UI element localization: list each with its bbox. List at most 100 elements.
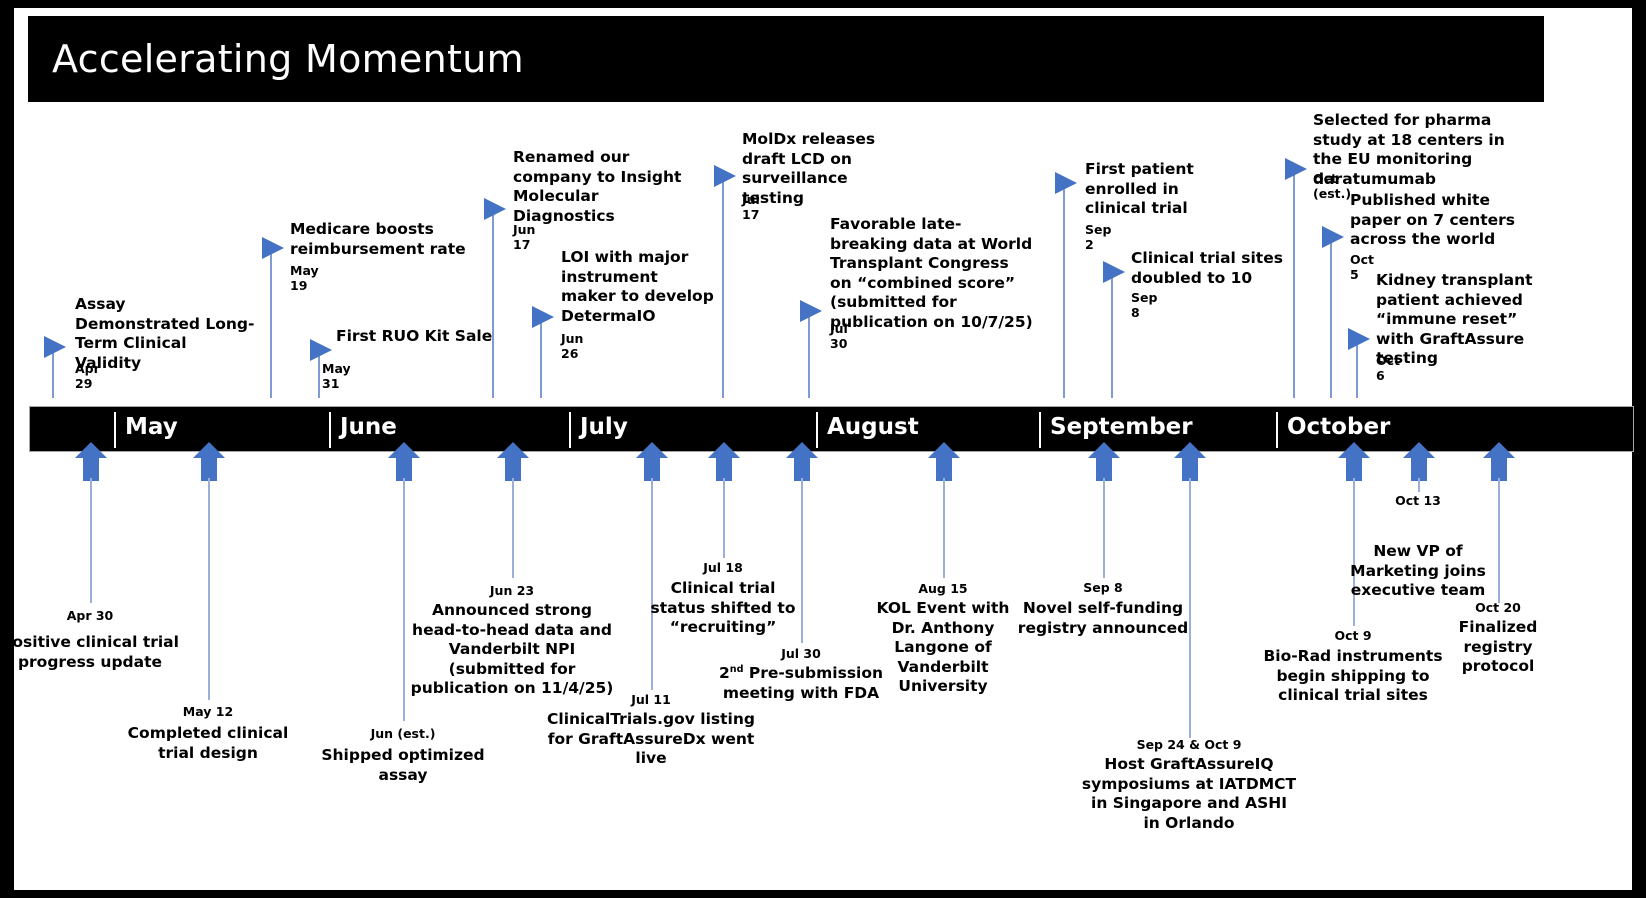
milestone-date: Sep 2 [1085,222,1112,252]
milestone-label: First RUO Kit Sale [336,327,493,345]
milestone-stem [808,311,810,398]
milestone-label: New VP of Marketing joins executive team [1350,542,1486,600]
flag-marker-icon [1285,158,1307,180]
up-arrow-marker-icon [785,441,819,481]
month-tick-october [1276,412,1278,448]
milestone-label: ClinicalTrials.gov listing for GraftAssu… [547,710,755,768]
milestone-label: Bio-Rad instruments begin shipping to cl… [1263,647,1443,705]
milestone-stem [1418,478,1420,492]
milestone-date: Oct (est.) [1313,171,1352,201]
milestone-stem [492,209,494,398]
milestone-stem [651,478,653,690]
milestone-label: Finalized registry protocol [1458,618,1538,676]
milestone-label: Assay Demonstrated Long-Term Clinical Va… [75,295,255,372]
milestone-date: Aug 15 [918,581,968,596]
flag-marker-icon [484,198,506,220]
milestone-label: Medicare boosts reimbursement rate [290,220,466,258]
up-arrow-marker-icon [635,441,669,481]
milestone-date: Oct 6 [1376,353,1401,383]
milestone-stem [1330,237,1332,398]
milestone-label: Clinical trial sites doubled to 10 [1131,249,1283,287]
milestone-label: Kidney transplant patient achieved “immu… [1376,271,1533,368]
flag-marker-icon [800,300,822,322]
milestone-stem [1111,272,1113,398]
milestone-label: Favorable late-breaking data at World Tr… [830,215,1033,331]
milestone-stem [52,347,54,398]
flag-marker-icon [1055,172,1077,194]
milestone-stem [90,478,92,603]
flag-marker-icon [1322,226,1344,248]
milestone-date: Jul 17 [742,192,760,222]
milestone-stem [270,248,272,398]
milestone-stem [208,478,210,700]
milestone-date: Jul 30 [781,646,821,661]
milestone-stem [403,478,405,721]
flag-marker-icon [310,339,332,361]
milestone-label: KOL Event with Dr. Anthony Langone of Va… [876,599,1010,696]
up-arrow-marker-icon [387,441,421,481]
milestone-date: May 19 [290,263,319,293]
month-tick-august [816,412,818,448]
milestone-stem [722,176,724,398]
month-tick-september [1039,412,1041,448]
milestone-date: Jun 26 [561,331,584,361]
milestone-date: Jul 18 [703,560,743,575]
milestone-date: Apr 29 [75,361,100,391]
milestone-date: Sep 8 [1083,580,1123,595]
milestone-label: Novel self-funding registry announced [1017,599,1189,637]
up-arrow-marker-icon [496,441,530,481]
milestone-label: First patient enrolled in clinical trial [1085,160,1194,218]
up-arrow-marker-icon [1482,441,1516,481]
milestone-stem [943,478,945,578]
milestone-date: Oct 13 [1395,493,1441,508]
title-banner: Accelerating Momentum [28,16,1544,102]
milestone-stem [1189,478,1191,738]
up-arrow-marker-icon [192,441,226,481]
milestone-stem [318,350,320,398]
month-label-may: May [125,414,178,440]
milestone-stem [801,478,803,643]
month-label-june: June [340,414,397,440]
month-label-october: October [1287,414,1391,440]
milestone-label: Completed clinical trial design [127,724,289,762]
month-tick-july [569,412,571,448]
milestone-label: Clinical trial status shifted to “recrui… [650,579,796,637]
milestone-date: Apr 30 [66,608,114,623]
milestone-stem [1498,478,1500,603]
milestone-label: 2nd Pre-submission meeting with FDA [718,664,884,702]
milestone-date: May 12 [182,704,234,719]
milestone-date: Sep 24 & Oct 9 [1136,737,1242,752]
milestone-date: Jun 17 [513,222,536,252]
milestone-label: Positive clinical trial progress update [1,633,179,671]
flag-marker-icon [1103,261,1125,283]
milestone-stem [512,478,514,578]
flag-marker-icon [714,165,736,187]
milestone-label: Shipped optimized assay [321,746,485,784]
up-arrow-marker-icon [74,441,108,481]
up-arrow-marker-icon [1087,441,1121,481]
milestone-stem [540,317,542,398]
milestone-date: Oct 9 [1334,628,1372,643]
up-arrow-marker-icon [1173,441,1207,481]
page-title: Accelerating Momentum [52,37,524,81]
milestone-label: Selected for pharma study at 18 centers … [1313,111,1505,188]
up-arrow-marker-icon [707,441,741,481]
milestone-date: May 31 [322,361,351,391]
flag-marker-icon [44,336,66,358]
month-label-august: August [827,414,919,440]
up-arrow-marker-icon [927,441,961,481]
milestone-date: Jul 11 [631,692,671,707]
milestone-stem [1356,339,1358,398]
flag-marker-icon [1348,328,1370,350]
month-tick-june [329,412,331,448]
milestone-stem [1353,478,1355,626]
milestone-label: Renamed our company to Insight Molecular… [513,148,682,225]
milestone-date: Sep 8 [1131,290,1158,320]
milestone-date: Jun 23 [489,583,535,598]
month-tick-may [114,412,116,448]
milestone-date: Oct 20 [1475,600,1521,615]
up-arrow-marker-icon [1337,441,1371,481]
flag-marker-icon [262,237,284,259]
month-label-september: September [1050,414,1193,440]
